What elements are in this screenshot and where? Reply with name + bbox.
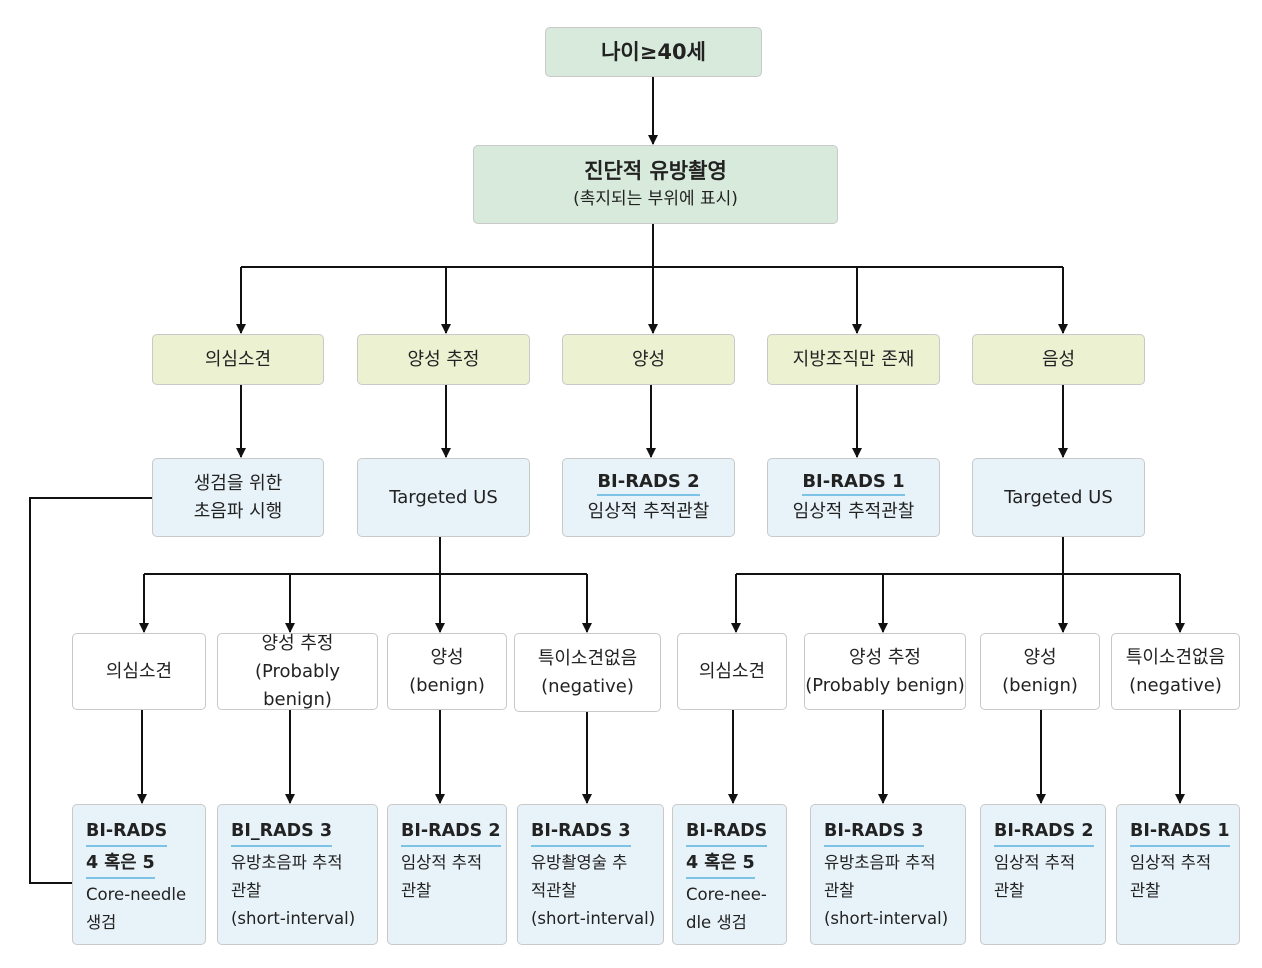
node-line: (negative) [1129,674,1222,696]
node-line: 의심소견 [105,660,173,682]
targeted-us-right: Targeted US [972,458,1145,537]
node-line: 유방촬영술 추 [531,853,628,872]
finding-benign: 양성 [562,334,735,385]
birads1-followup: BI-RADS 1 임상적 추적관찰 [767,458,940,537]
mammography-title: 진단적 유방촬영 [584,158,727,183]
node-line: 의심소견 [698,660,766,682]
us-result-benign-left: 양성 (benign) [387,633,507,710]
us-result-benign-right: 양성 (benign) [980,633,1100,710]
birads-heading: BI-RADS 3 [824,817,924,847]
outcome-us-followup-right: BI-RADS 3 유방초음파 추적 관찰 (short-interval) [810,804,966,945]
finding-label: 지방조직만 존재 [792,348,915,370]
bypass-line [29,497,152,884]
birads-heading: BI-RADS 2 [994,817,1094,847]
birads-heading: BI-RADS 2 [597,470,700,496]
finding-label: 음성 [1041,348,1076,370]
node-line: 양성 [1023,646,1057,668]
node-line: Core-nee- [686,885,767,904]
outcome-birads1-right: BI-RADS 1 임상적 추적 관찰 [1116,804,1240,945]
node-line: 임상적 추적관찰 [792,500,915,522]
us-result-negative-right: 특이소견없음 (negative) [1111,633,1240,710]
node-line: 초음파 시행 [193,500,283,522]
outcome-clinical-left: BI-RADS 2 임상적 추적 관찰 [387,804,507,945]
finding-fatty-only: 지방조직만 존재 [767,334,940,385]
node-line: 관찰 [1130,881,1161,900]
us-result-suspicious-left: 의심소견 [72,633,206,710]
mammography-node: 진단적 유방촬영 (촉지되는 부위에 표시) [473,145,838,224]
node-line: 생검 [86,913,117,932]
node-line: dle 생검 [686,913,747,932]
birads-heading: BI-RADS 1 [802,470,905,496]
targeted-us-left: Targeted US [357,458,530,537]
node-line: 생검을 위한 [193,472,283,494]
node-line: (short-interval) [531,909,656,928]
node-line: 적관찰 [531,881,577,900]
node-line: (benign) [1002,674,1078,696]
birads-heading: BI-RADS [686,817,768,847]
node-line: 임상적 추적 [1130,853,1212,872]
birads2-followup: BI-RADS 2 임상적 추적관찰 [562,458,735,537]
node-line: 양성 추정 [261,632,334,654]
finding-label: 양성 [631,348,666,370]
node-line: Core-needle [86,885,187,904]
us-result-probably-benign-right: 양성 추정 (Probably benign) [804,633,966,710]
node-line: Targeted US [389,486,498,508]
node-line: 임상적 추적 [401,853,483,872]
node-line: 임상적 추적관찰 [587,500,710,522]
node-line: 특이소견없음 [537,647,638,669]
node-line: (short-interval) [231,909,356,928]
us-result-suspicious-right: 의심소견 [677,633,787,710]
node-line: 관찰 [994,881,1025,900]
us-result-probably-benign-left: 양성 추정 (Probably benign) [217,633,378,710]
outcome-biopsy-right: BI-RADS 4 혹은 5 Core-nee- dle 생검 [672,804,787,945]
finding-label: 양성 추정 [407,348,480,370]
finding-probably-benign: 양성 추정 [357,334,530,385]
node-line: 임상적 추적 [994,853,1076,872]
finding-label: 의심소견 [204,348,272,370]
node-line: (Probably benign) [805,674,965,696]
root-label: 나이≥40세 [601,40,706,64]
birads-heading: BI-RADS 3 [531,817,631,847]
birads-heading: 4 혹은 5 [686,849,755,879]
node-line: 관찰 [401,881,432,900]
node-line: Targeted US [1004,486,1113,508]
birads-heading: 4 혹은 5 [86,849,155,879]
outcome-biopsy-left: BI-RADS 4 혹은 5 Core-needle 생검 [72,804,206,945]
node-line: 양성 [430,646,464,668]
finding-negative: 음성 [972,334,1145,385]
birads-heading: BI-RADS 2 [401,817,501,847]
us-result-negative-left: 특이소견없음 (negative) [514,633,661,712]
node-line: (benign) [409,674,485,696]
node-line: (negative) [541,675,634,697]
mammography-note: (촉지되는 부위에 표시) [573,188,738,209]
root-node: 나이≥40세 [545,27,762,77]
node-line: (short-interval) [824,909,949,928]
outcome-us-followup-left: BI_RADS 3 유방초음파 추적 관찰 (short-interval) [217,804,378,945]
outcome-clinical-right: BI-RADS 2 임상적 추적 관찰 [980,804,1106,945]
birads-heading: BI-RADS 1 [1130,817,1230,847]
node-line: 특이소견없음 [1125,646,1226,668]
node-line: 양성 추정 [849,646,921,668]
node-line: 관찰 [231,881,262,900]
node-line: (Probably benign) [254,660,341,710]
node-line: 관찰 [824,881,855,900]
node-line: 유방초음파 추적 [231,853,343,872]
finding-suspicious: 의심소견 [152,334,324,385]
birads-heading: BI-RADS [86,817,168,847]
birads-heading: BI_RADS 3 [231,817,333,847]
node-line: 유방초음파 추적 [824,853,936,872]
biopsy-ultrasound: 생검을 위한 초음파 시행 [152,458,324,537]
outcome-mammo-followup: BI-RADS 3 유방촬영술 추 적관찰 (short-interval) [517,804,664,945]
